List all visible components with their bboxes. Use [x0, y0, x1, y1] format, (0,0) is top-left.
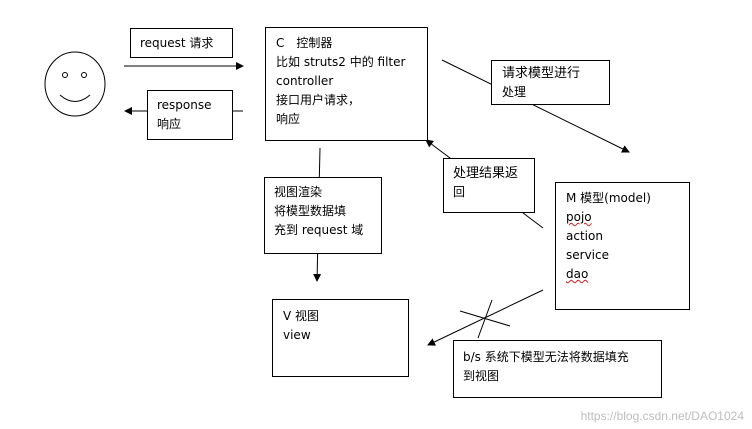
- response-label-line-1: response: [157, 98, 212, 112]
- model-item-dao: dao: [566, 267, 589, 281]
- bs-note-line-2: 到视图: [463, 369, 500, 383]
- model-item-pojo: pojo: [566, 210, 592, 224]
- controller-line-3: controller: [276, 74, 334, 88]
- render-label-line-2: 将模型数据填: [274, 204, 347, 218]
- view-subtitle: view: [283, 328, 311, 342]
- result-return-label-line-1: 处理结果返: [453, 166, 519, 181]
- result-return-label-box: 处理结果返 回: [443, 158, 535, 213]
- controller-line-2: 比如 struts2 中的 filter: [276, 55, 406, 69]
- controller-to-model-arrow: [441, 59, 630, 153]
- request-label-box: request 请求: [130, 28, 233, 58]
- model-request-label-line-1: 请求模型进行: [502, 66, 581, 81]
- render-label-box: 视图渲染 将模型数据填 充到 request 域: [264, 177, 382, 254]
- model-request-label-box: 请求模型进行 处理: [491, 60, 610, 105]
- result-return-label-line-2: 回: [453, 185, 466, 199]
- model-item-action: action: [566, 229, 603, 243]
- controller-box: C 控制器 比如 struts2 中的 filter controller 接口…: [265, 27, 428, 141]
- model-box: M 模型(model) pojo action service dao: [555, 182, 690, 310]
- request-label: request 请求: [140, 36, 214, 50]
- cross-mark-icon: [459, 299, 511, 339]
- view-title: V 视图: [283, 309, 320, 323]
- model-item-service: service: [566, 248, 609, 262]
- render-label-line-1: 视图渲染: [274, 185, 323, 199]
- user-smiley-icon: [44, 51, 106, 117]
- controller-line-4: 接口用户请求，: [276, 93, 361, 107]
- controller-line-5: 响应: [276, 112, 301, 126]
- render-label-line-3: 充到 request 域: [274, 223, 364, 237]
- watermark: https://blog.csdn.net/DAO1024: [580, 409, 744, 423]
- view-box: V 视图 view: [272, 299, 409, 377]
- model-title: M 模型(model): [566, 191, 651, 205]
- response-label-box: response 响应: [147, 90, 233, 140]
- controller-title: C 控制器: [276, 36, 333, 50]
- response-label-line-2: 响应: [157, 117, 182, 131]
- bs-note-line-1: b/s 系统下模型无法将数据填充: [463, 350, 629, 364]
- bs-note-box: b/s 系统下模型无法将数据填充 到视图: [453, 340, 662, 398]
- model-request-label-line-2: 处理: [502, 85, 527, 99]
